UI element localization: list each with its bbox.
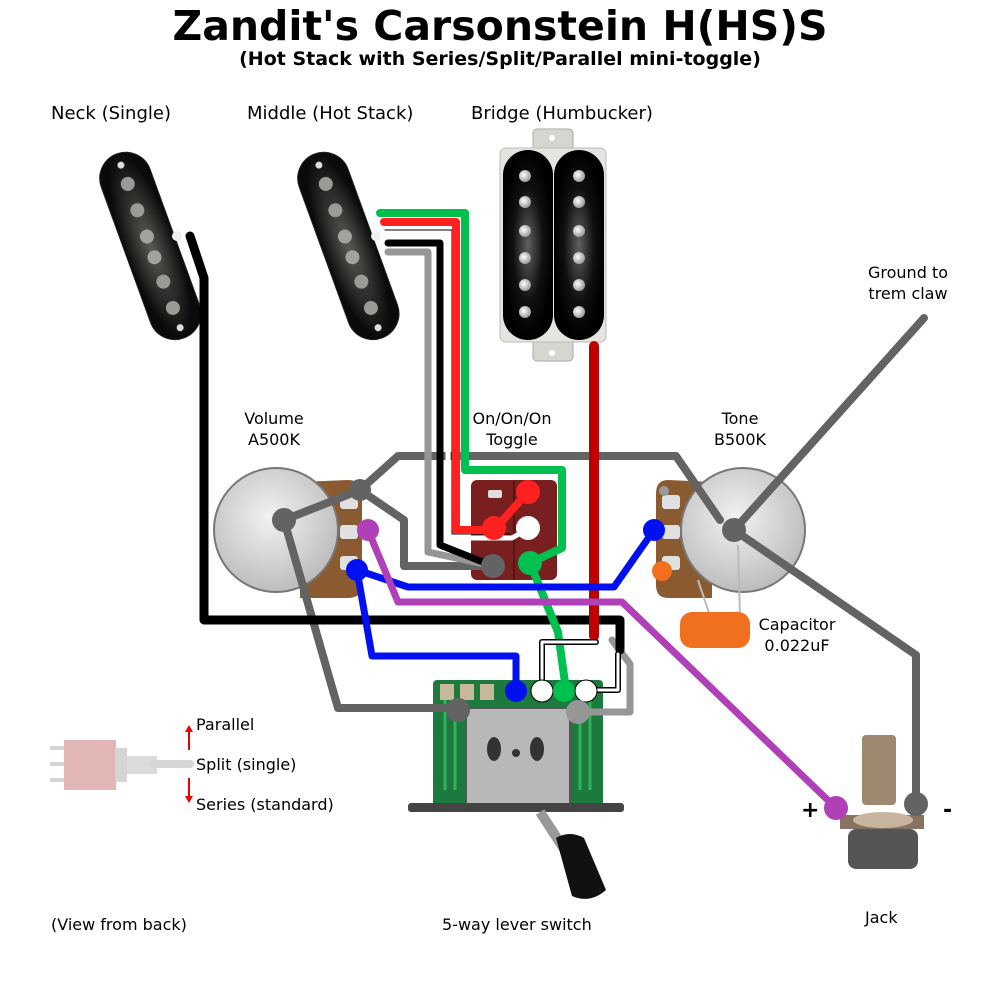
solder-switch-ground-left [446,698,470,722]
solder-switch-green [553,680,575,702]
capacitor-label-value: 0.022uF [764,636,830,655]
bridge-humbucker [499,128,607,362]
ground-label-line1: Ground to [868,263,948,282]
wire-middle-red [380,218,532,534]
wire-blue-switch [353,566,520,694]
diagram-title: Zandit's Carsonstein H(HS)S [172,2,828,50]
tone-label: Tone B500K [700,408,780,450]
solder-switch-white-1 [530,679,554,703]
tone-label-value: B500K [713,430,766,449]
neck-pickup-lead-eyelet [172,231,182,241]
toggle-label: On/On/On Toggle [462,408,562,450]
solder-toggle-red-1 [516,480,540,504]
solder-switch-ground-right [566,700,590,724]
wire-ground-switch [280,516,462,712]
volume-label-value: A500K [248,430,300,449]
solder-jack-tip [824,796,848,820]
middle-pickup-lead-eyelet [371,231,381,241]
jack-plus-label: + [801,798,820,823]
solder-volume-casing [272,508,296,532]
volume-label-name: Volume [244,409,304,428]
wire-middle-black [384,239,497,570]
wire-switch-jumper-a-inner [540,640,598,692]
wire-middle-green [376,209,570,694]
middle-pickup-label: Middle (Hot Stack) [247,103,414,124]
solder-toggle-red-2 [482,516,506,540]
wire-ground-top [356,452,724,524]
volume-label: Volume A500K [232,408,316,450]
solder-tone-lug3 [652,561,672,581]
toggle-label-name: On/On/On [472,409,552,428]
view-from-back-note: (View from back) [51,915,187,934]
solder-volume-lug3 [346,559,368,581]
toggle-label-type: Toggle [486,430,538,449]
neck-pickup-label: Neck (Single) [51,103,171,124]
solder-volume-lug1 [349,479,371,501]
lever-switch-label: 5-way lever switch [442,915,592,934]
wire-middle-white [385,231,529,541]
solder-switch-blue [505,680,527,702]
output-jack [840,735,924,869]
wire-middle-gray [384,248,497,570]
bridge-pickup-label: Bridge (Humbucker) [471,103,653,124]
wire-neck-black [185,231,625,655]
mini-toggle-series-label: Series (standard) [196,795,334,814]
wire-ground-jack [730,526,920,808]
capacitor-label: Capacitor 0.022uF [750,614,844,656]
solder-points [272,479,928,820]
capacitor [680,544,750,648]
solder-tone-lug2 [643,519,665,541]
mini-toggle-split-label: Split (single) [196,755,297,774]
solder-toggle-green [518,551,542,575]
wire-blue [353,526,658,591]
wire-ground-trem [730,314,928,534]
wire-ground-vol [280,486,497,570]
tone-label-name: Tone [721,409,759,428]
jack-minus-label: - [943,798,953,823]
neck-pickup [99,151,202,341]
wires [185,209,928,812]
mini-toggle-arrows [185,725,193,803]
volume-pot [213,467,362,598]
solder-switch-white-2 [574,679,598,703]
solder-tone-casing [722,518,746,542]
solder-volume-lug2 [357,519,379,541]
diagram-subtitle: (Hot Stack with Series/Split/Parallel mi… [239,48,761,70]
ground-label-line2: trem claw [868,284,948,303]
solder-jack-sleeve [904,792,928,816]
mini-toggle-parallel-label: Parallel [196,715,255,734]
five-way-lever-switch [408,680,624,899]
capacitor-label-name: Capacitor [758,615,836,634]
solder-toggle-ground [481,554,505,578]
solder-toggle-white [516,516,540,540]
ground-label: Ground to trem claw [858,262,958,304]
mini-toggle-image [50,740,194,790]
wire-purple [364,526,840,812]
jack-label: Jack [865,908,898,927]
